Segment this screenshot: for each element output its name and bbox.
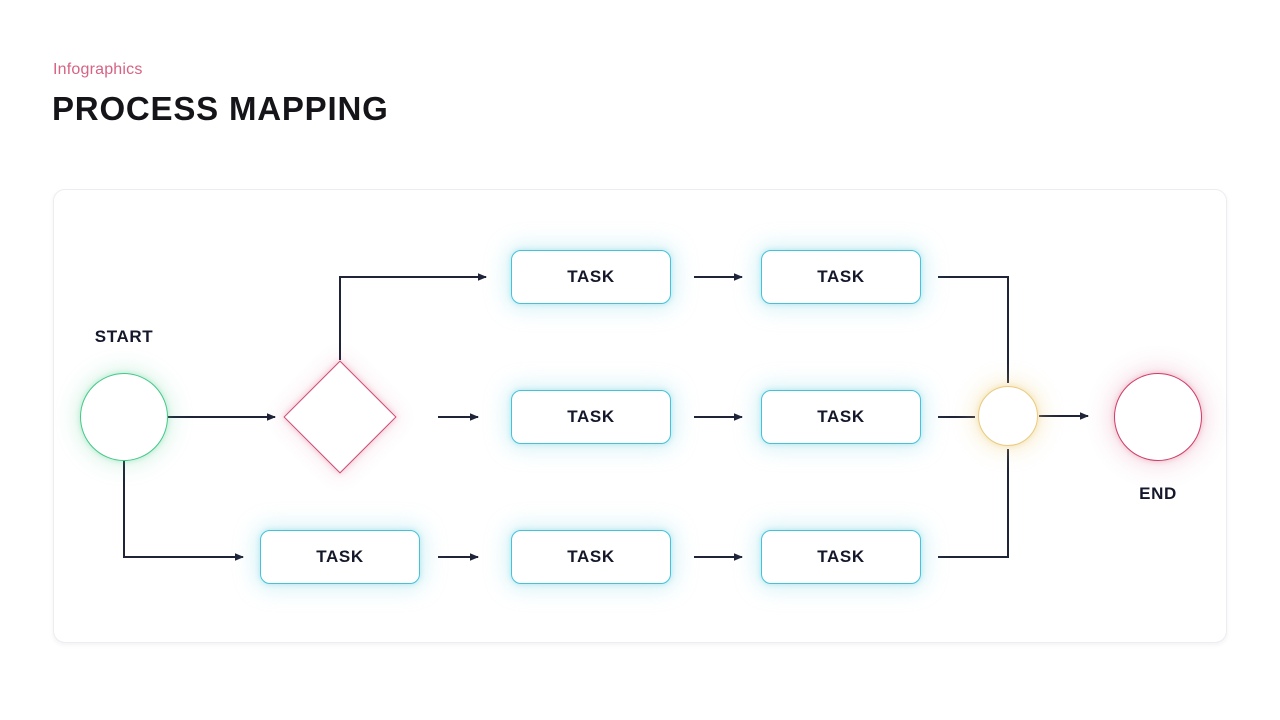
start-label: START: [94, 327, 154, 346]
page-title: PROCESS MAPPING: [52, 90, 389, 127]
connector-decision-to-top-task-1: [339, 273, 487, 360]
task-label: TASK: [567, 547, 615, 566]
connector-layer: [123, 273, 1089, 561]
start-circle: [80, 373, 168, 461]
task-box-bottom-2: TASK: [511, 530, 671, 584]
end-circle: [1114, 373, 1202, 461]
connector-top-task-2-to-merge: [938, 276, 1009, 383]
task-label: TASK: [567, 407, 615, 426]
task-box-bottom-3: TASK: [761, 530, 921, 584]
task-box-bottom-1: TASK: [260, 530, 420, 584]
task-box-top-1: TASK: [511, 250, 671, 304]
task-label: TASK: [817, 407, 865, 426]
connector-bottom-task-3-to-merge: [938, 449, 1009, 558]
task-box-middle-1: TASK: [511, 390, 671, 444]
task-box-top-2: TASK: [761, 250, 921, 304]
task-label: TASK: [817, 267, 865, 286]
connector-start-to-bottom-task-1: [123, 461, 244, 561]
task-label: TASK: [817, 547, 865, 566]
flowchart-panel: START TASK TASK TASK TASK TASK TASK TASK…: [53, 189, 1227, 643]
task-box-middle-2: TASK: [761, 390, 921, 444]
merge-circle: [978, 386, 1038, 446]
task-label: TASK: [567, 267, 615, 286]
end-label: END: [1139, 484, 1177, 503]
task-label: TASK: [316, 547, 364, 566]
eyebrow-label: Infographics: [53, 61, 143, 78]
